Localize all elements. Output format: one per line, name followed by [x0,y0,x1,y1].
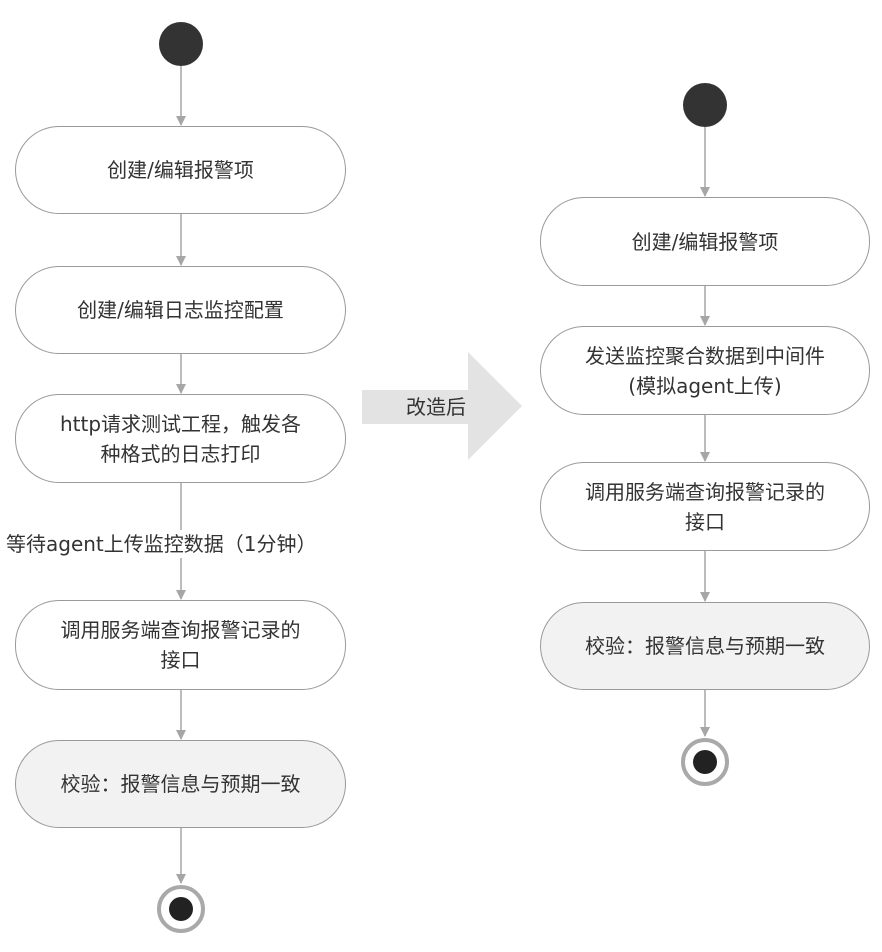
right-start-node [683,83,727,127]
right-step-1-label: 创建/编辑报警项 [631,229,779,254]
left-wait-label: 等待agent上传监控数据（1分钟） [6,530,317,558]
right-step-2-label: 发送监控聚合数据到中间件 (模拟agent上传) [585,343,825,398]
left-step-create-log-monitor-config: 创建/编辑日志监控配置 [15,266,346,354]
left-step-2-label: 创建/编辑日志监控配置 [77,298,284,322]
left-start-node [159,22,203,66]
left-step-query-alert-records: 调用服务端查询报警记录的 接口 [15,600,346,690]
left-step-3-label: http请求测试工程，触发各 种格式的日志打印 [59,411,302,466]
left-step-4-label: 调用服务端查询报警记录的 接口 [60,618,301,672]
left-step-1-label: 创建/编辑报警项 [107,158,254,182]
left-end-dot [169,897,193,921]
right-step-3-label: 调用服务端查询报警记录的 接口 [585,479,825,534]
transform-label: 改造后 [406,395,466,419]
left-step-create-alert-item: 创建/编辑报警项 [15,126,346,214]
left-step-http-request-test: http请求测试工程，触发各 种格式的日志打印 [15,394,346,483]
right-step-query-alert-records: 调用服务端查询报警记录的 接口 [540,462,870,551]
left-step-5-label: 校验：报警信息与预期一致 [60,772,301,796]
left-end-node [157,885,205,933]
right-step-4-label: 校验：报警信息与预期一致 [585,634,825,658]
right-end-dot [693,750,717,774]
right-end-node [681,738,729,786]
left-step-verify-alert: 校验：报警信息与预期一致 [15,740,346,828]
right-step-send-aggregated-data: 发送监控聚合数据到中间件 (模拟agent上传) [540,326,870,415]
right-step-create-alert-item: 创建/编辑报警项 [540,197,870,286]
right-step-verify-alert: 校验：报警信息与预期一致 [540,602,870,690]
